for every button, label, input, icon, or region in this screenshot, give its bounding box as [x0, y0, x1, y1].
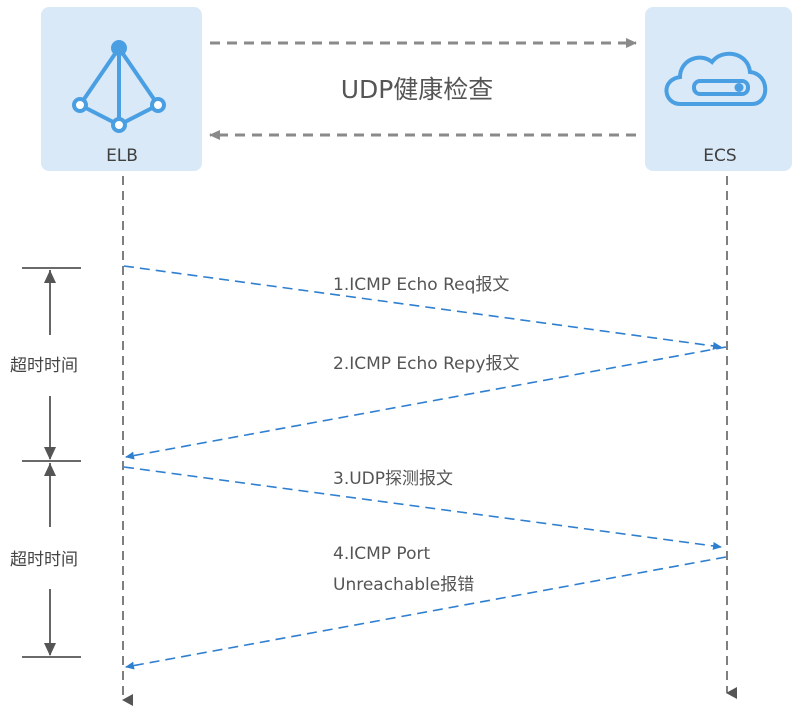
message-label-2: 2.ICMP Echo Repy报文: [333, 354, 519, 374]
message-label-4-line2: Unreachable报错: [333, 575, 474, 595]
timeout-label-1: 超时时间: [10, 356, 78, 376]
ecs-node: ECS: [645, 7, 792, 171]
ecs-label: ECS: [703, 146, 736, 166]
cloud-server-icon: [664, 51, 768, 106]
ecs-node-box: [645, 7, 792, 171]
message-label-3: 3.UDP探测报文: [333, 469, 453, 489]
message-label-1: 1.ICMP Echo Req报文: [333, 275, 509, 295]
timeout-bracket-1: [22, 267, 81, 462]
message-arrow-3: [123, 466, 722, 550]
message-arrow-1: [123, 265, 722, 350]
message-arrow-4: [125, 556, 727, 670]
elb-node-box: [41, 7, 202, 171]
elb-label: ELB: [106, 146, 138, 166]
load-balancer-icon: [72, 40, 166, 133]
elb-node: ELB: [41, 7, 202, 171]
message-arrow-2: [125, 346, 727, 460]
diagram-title: UDP健康检查: [341, 75, 494, 104]
timeout-bracket-2: [22, 463, 81, 658]
message-label-4-line1: 4.ICMP Port: [333, 544, 430, 564]
timeout-label-2: 超时时间: [10, 550, 78, 570]
